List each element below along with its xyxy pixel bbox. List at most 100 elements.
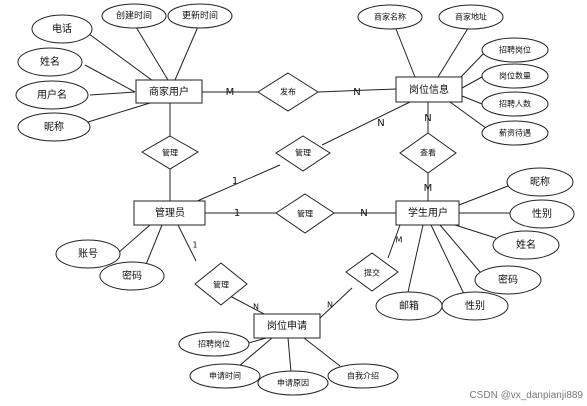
relationship-diamonds [141, 72, 457, 306]
attr-ellipse-admin-password [99, 261, 165, 291]
card-publish-m: M [226, 87, 235, 98]
attr-apply-time: 申请时间 [209, 371, 241, 381]
rel-manage-middle: 管理 [297, 209, 313, 219]
line-admin-password [144, 224, 163, 268]
line-merchant-address [437, 24, 471, 78]
attr-ellipse-student-password [474, 265, 542, 295]
line-merchant-name [395, 28, 416, 78]
line-account [117, 224, 151, 254]
line-center-right [321, 101, 411, 146]
line-salary [449, 101, 491, 132]
card-view-n: N [424, 113, 431, 124]
attr-ellipse-self-intro [327, 363, 399, 389]
line-bottom-bottom [229, 295, 269, 317]
attr-merchant-address: 商家地址 [455, 12, 487, 22]
line-created-time [132, 21, 169, 81]
attribute-labels: 电话 创建时间 更新时间 姓名 用户名 昵称 商家名称 商家地址 招聘岗位 岗位… [37, 10, 552, 388]
rel-publish: 发布 [280, 87, 296, 97]
diamond-manage-center [275, 135, 331, 172]
diamond-manage-middle [275, 193, 335, 234]
card-view-m: M [424, 183, 433, 194]
line-center-left [194, 164, 281, 203]
line-recruit-count [461, 95, 483, 105]
entity-box-job-info [395, 76, 463, 103]
attr-ellipse-account [55, 239, 121, 269]
line-student-password [439, 224, 481, 273]
attr-ellipse-merchant-address [438, 4, 504, 30]
attr-name: 姓名 [40, 55, 60, 68]
attr-self-intro: 自我介绍 [347, 371, 379, 381]
diamond-publish [257, 72, 319, 112]
attr-ellipse-student-nickname [506, 167, 574, 197]
line-nickname [87, 102, 151, 123]
attr-account: 账号 [78, 248, 98, 260]
line-apply-reason [287, 337, 292, 373]
card-middle-1: 1 [234, 208, 240, 219]
attr-phone: 电话 [52, 22, 72, 35]
attr-ellipse-name [17, 47, 83, 77]
attr-student-name: 姓名 [516, 238, 536, 251]
attr-ellipse-merchant-name [357, 4, 423, 30]
attr-recruit-count: 招聘人数 [499, 99, 531, 109]
relationship-labels: 发布 管理 管理 管理 查看 提交 管理 [162, 87, 436, 290]
line-username [89, 91, 136, 96]
rel-manage-left: 管理 [162, 148, 178, 158]
attr-student-nickname: 昵称 [530, 175, 550, 188]
line-job-title [457, 51, 486, 81]
line-job-quantity [461, 76, 483, 89]
card-submit-n: N [327, 301, 333, 310]
attribute-ellipses [15, 3, 575, 396]
cardinality-labels: M N 1 N 1 N N M 1 N M N [192, 87, 432, 312]
line-email [407, 224, 424, 293]
attr-ellipse-apply-time [189, 363, 261, 389]
attr-ellipse-recruit-count [481, 91, 549, 117]
line-bottom-top [177, 224, 197, 262]
line-submit-bottom [319, 287, 353, 319]
diamond-manage-left [141, 135, 199, 170]
line-student-gender-2 [430, 224, 465, 295]
attr-admin-password: 密码 [122, 269, 142, 282]
entity-box-merchant-user [135, 79, 203, 104]
attr-ellipse-student-gender [509, 199, 575, 229]
watermark: CSDN @vx_danpianji889 [469, 390, 583, 401]
card-publish-n: N [353, 87, 360, 98]
attr-ellipse-job-quantity [481, 63, 549, 89]
connector-lines [84, 21, 510, 373]
entity-job-application: 岗位申请 [267, 319, 307, 332]
line-student-name [454, 224, 497, 239]
line-name [84, 64, 136, 93]
attr-ellipse-app-job-title [178, 331, 250, 357]
entity-job-info: 岗位信息 [409, 83, 449, 96]
rel-manage-center: 管理 [295, 148, 311, 158]
card-middle-n: N [360, 208, 367, 219]
attr-email: 邮箱 [399, 299, 419, 312]
rel-manage-bottom: 管理 [213, 280, 229, 290]
attr-created-time: 创建时间 [116, 10, 152, 22]
attr-ellipse-username [15, 80, 89, 110]
attr-username: 用户名 [37, 88, 67, 101]
line-student-nickname [458, 185, 509, 206]
line-self-intro [303, 337, 341, 367]
entity-boxes [133, 76, 463, 339]
attr-student-gender: 性别 [532, 207, 552, 220]
attr-app-job-title: 招聘岗位 [198, 339, 230, 349]
entity-admin: 管理员 [155, 206, 185, 219]
card-submit-m: M [396, 236, 403, 245]
diamond-view [399, 132, 457, 174]
attr-salary: 薪资待遇 [499, 128, 531, 138]
card-center-1: 1 [232, 176, 238, 187]
entity-box-student-user [395, 200, 460, 226]
entity-labels: 商家用户 岗位信息 管理员 学生用户 岗位申请 [149, 83, 449, 332]
attr-ellipse-job-title [481, 37, 549, 63]
entity-merchant-user: 商家用户 [149, 85, 189, 98]
attr-ellipse-created-time [101, 3, 167, 29]
card-bottom-1: 1 [192, 241, 197, 250]
entity-student-user: 学生用户 [408, 206, 448, 219]
attr-updated-time: 更新时间 [182, 10, 218, 22]
rel-view: 查看 [420, 148, 436, 158]
attr-ellipse-phone [31, 14, 93, 44]
attr-job-quantity: 岗位数量 [499, 71, 531, 81]
entity-box-admin [133, 200, 206, 226]
